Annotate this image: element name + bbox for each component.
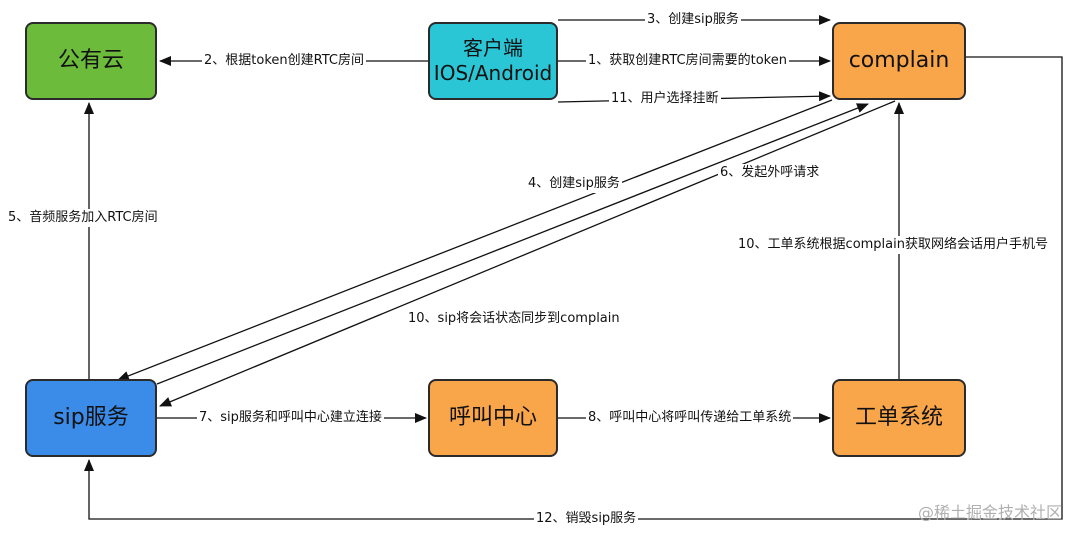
edge-6-label: 6、发起外呼请求 bbox=[718, 164, 822, 182]
node-public-cloud-label: 公有云 bbox=[57, 48, 124, 73]
node-call-center: 呼叫中心 bbox=[428, 379, 558, 457]
watermark: @稀土掘金技术社区 bbox=[917, 503, 1062, 522]
node-client-label-2: IOS/Android bbox=[433, 61, 553, 85]
node-client: 客户端 IOS/Android bbox=[428, 22, 558, 100]
edge-3-label: 3、创建sip服务 bbox=[645, 11, 741, 29]
node-sip-service-label: sip服务 bbox=[53, 405, 129, 430]
edge-8-label: 8、呼叫中心将呼叫传递给工单系统 bbox=[586, 409, 794, 427]
node-sip-service: sip服务 bbox=[25, 379, 157, 457]
node-client-label-1: 客户端 bbox=[463, 36, 523, 60]
edge-12-line bbox=[84, 56, 1063, 520]
node-complain: complain bbox=[832, 22, 966, 100]
edge-4-line bbox=[117, 99, 833, 381]
edge-6-line bbox=[156, 103, 869, 385]
edge-2-label: 2、根据token创建RTC房间 bbox=[202, 52, 366, 70]
edge-11-label: 11、用户选择挂断 bbox=[609, 90, 721, 108]
node-ticket-system-label: 工单系统 bbox=[854, 405, 943, 430]
edge-7-label: 7、sip服务和呼叫中心建立连接 bbox=[197, 409, 384, 427]
edge-4-label: 4、创建sip服务 bbox=[526, 175, 622, 193]
edge-10a-label: 10、sip将会话状态同步到complain bbox=[406, 310, 622, 328]
node-call-center-label: 呼叫中心 bbox=[448, 405, 537, 430]
edge-12-label: 12、销毁sip服务 bbox=[534, 510, 639, 528]
edge-10a-line bbox=[159, 100, 896, 407]
node-complain-label: complain bbox=[848, 48, 950, 73]
node-ticket-system: 工单系统 bbox=[832, 379, 966, 457]
edge-5-label: 5、音频服务加入RTC房间 bbox=[6, 209, 160, 227]
edge-10b-label: 10、工单系统根据complain获取网络会话用户手机号 bbox=[736, 236, 1050, 254]
node-public-cloud: 公有云 bbox=[25, 22, 157, 100]
edge-1-label: 1、获取创建RTC房间需要的token bbox=[586, 52, 789, 70]
